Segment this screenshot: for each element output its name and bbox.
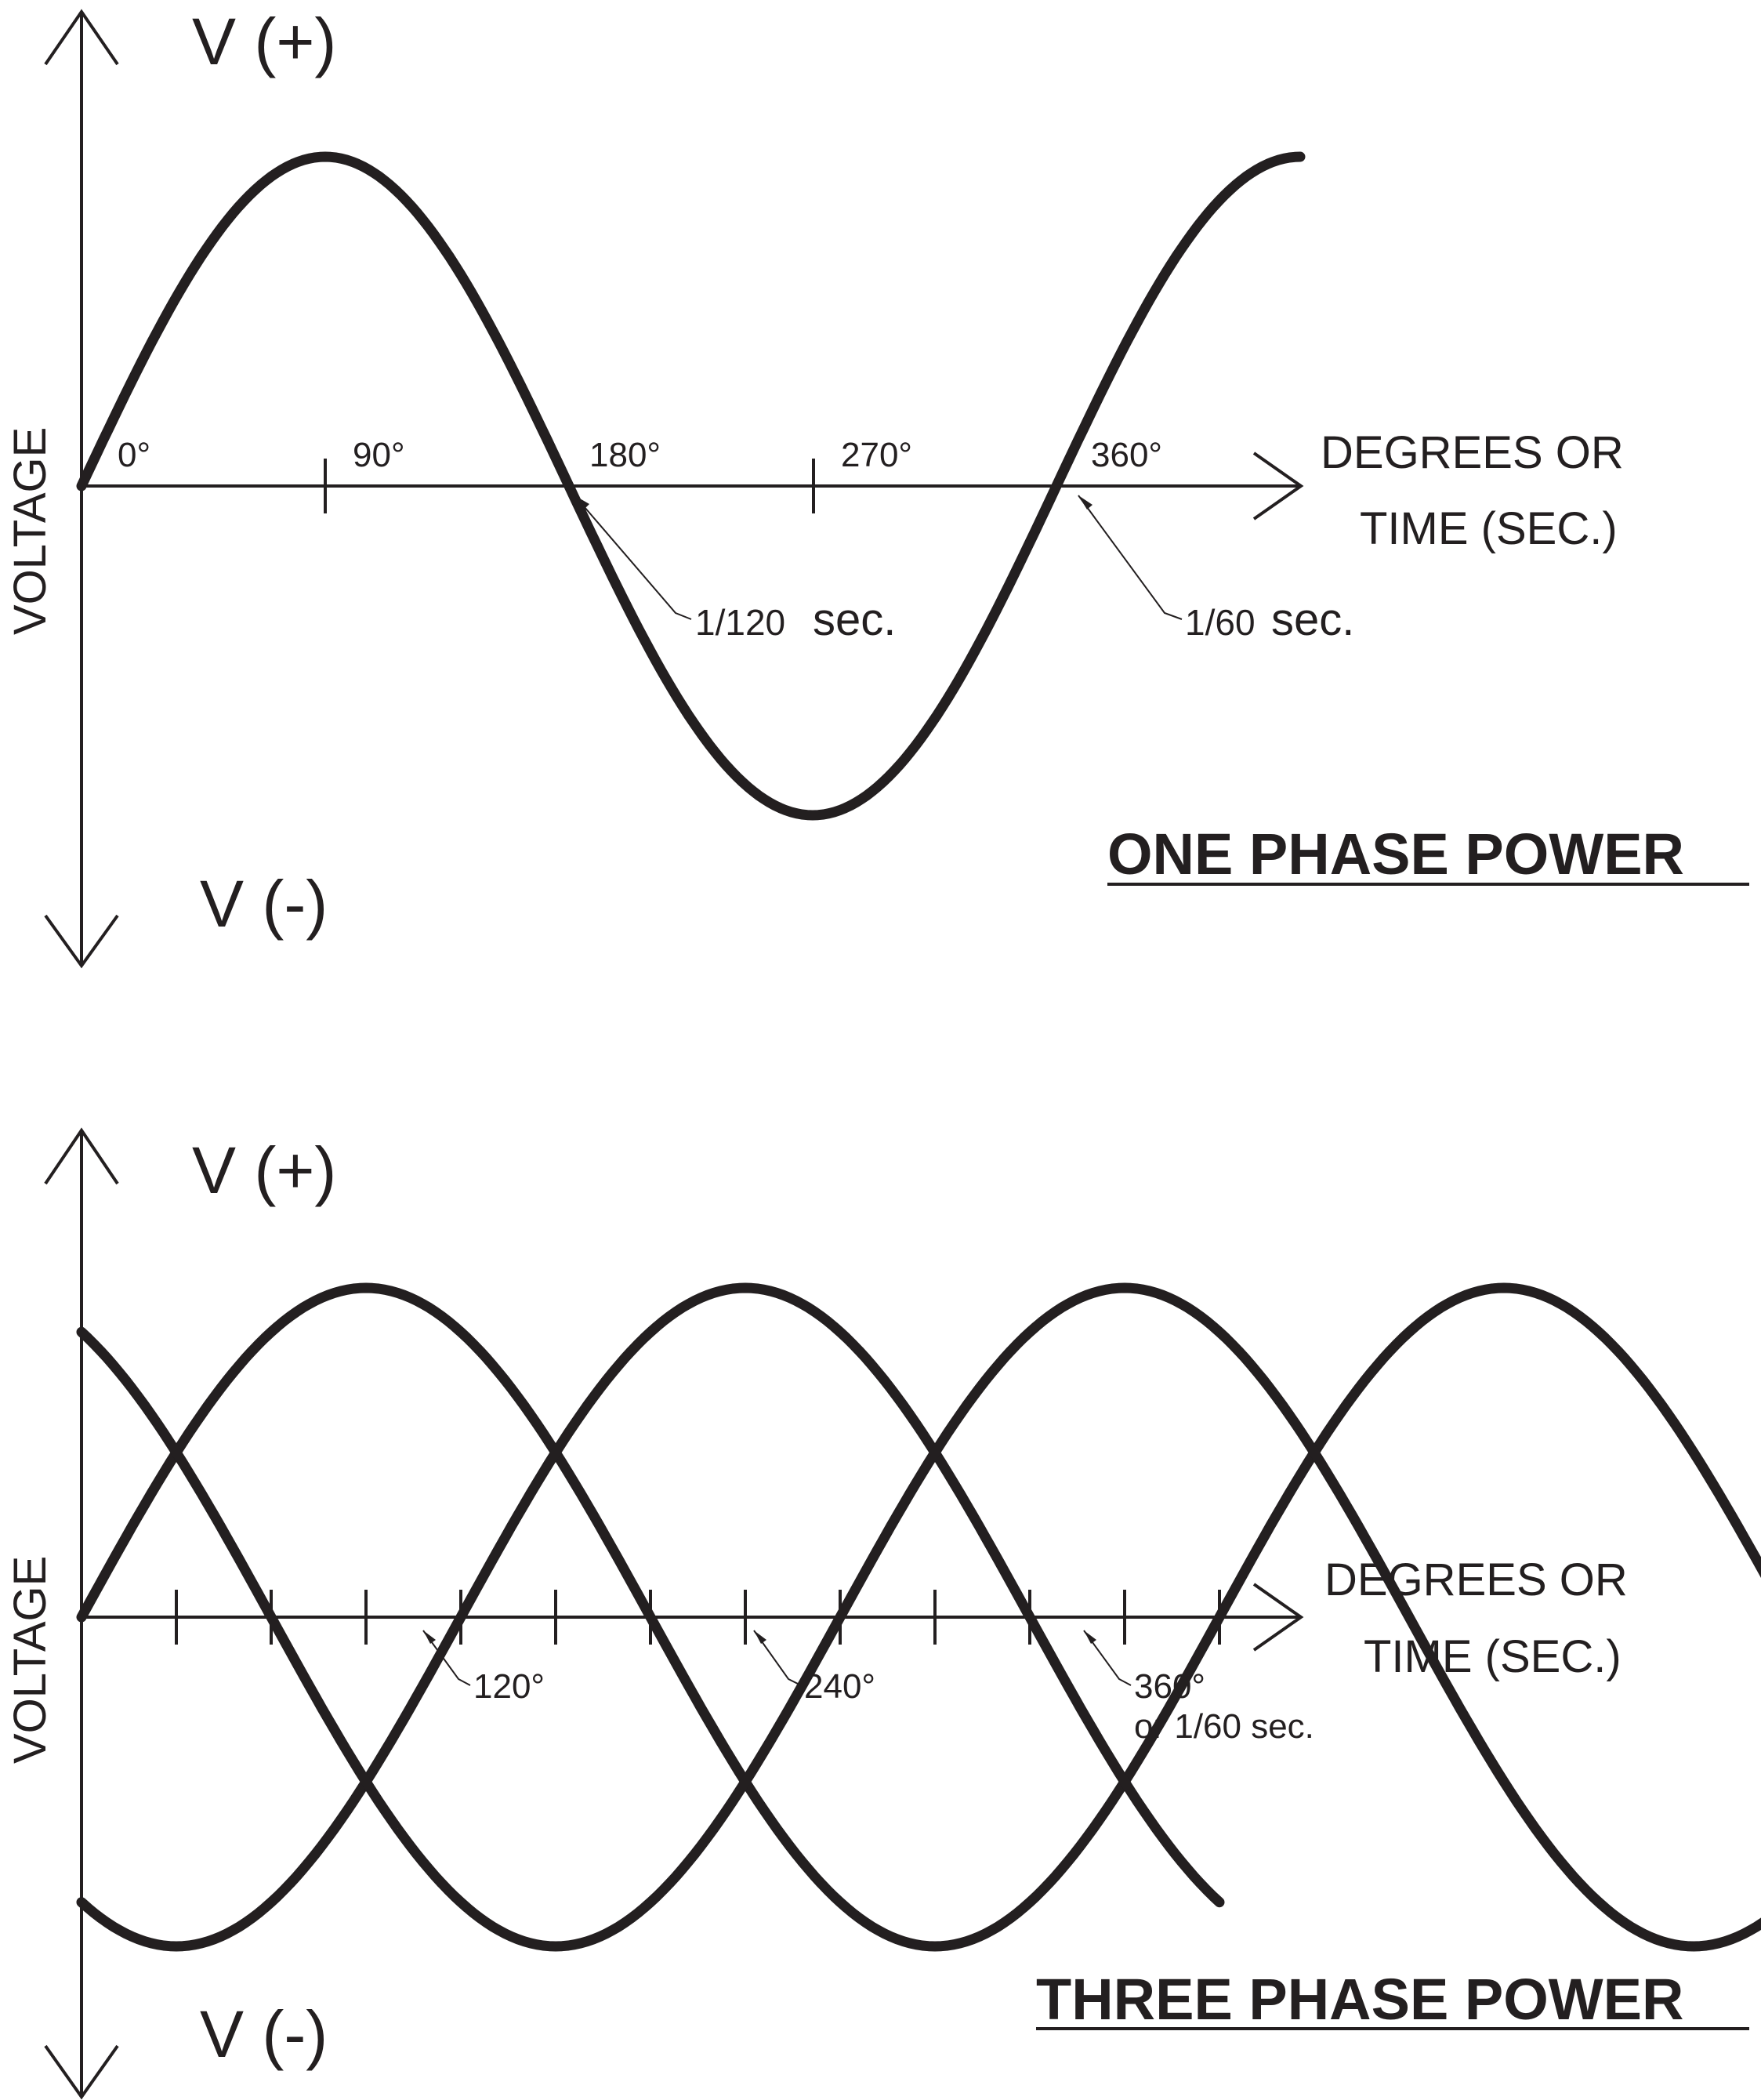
one-phase-voltage-label: VOLTAGE [5,427,56,635]
one-phase-xlabel-line2: TIME (SEC.) [1360,503,1618,554]
one-phase-annot-60-num: 1/60 [1185,602,1256,643]
three-phase-label-360: 360° [1134,1667,1205,1706]
three-phase-leader-360 [1083,1630,1132,1686]
three-phase-title: THREE PHASE POWER [1036,1967,1683,2032]
one-phase-vminus-label: V (-) [200,867,328,941]
one-phase-annot-120-num: 1/120 [695,602,785,643]
three-phase-panel: V (+) V (-) VOLTAGE DEGREES OR TIME (SEC… [5,1127,1761,2100]
three-phase-voltage-label: VOLTAGE [5,1556,56,1764]
three-phase-xlabel-line2: TIME (SEC.) [1364,1631,1621,1682]
one-phase-deg-180: 180° [589,436,661,474]
three-phase-label-120: 120° [473,1667,545,1706]
one-phase-annot-60-unit: sec. [1271,594,1354,645]
three-phase-y-arrow-up [44,1127,119,1185]
one-phase-title: ONE PHASE POWER [1107,822,1684,887]
one-phase-annot-120-unit: sec. [813,594,896,645]
three-phase-leader-120-arrowhead [423,1630,436,1644]
one-phase-deg-0: 0° [118,436,150,474]
three-phase-x-arrow [1252,1583,1304,1652]
one-phase-sine-wave [76,151,1306,821]
three-phase-label-240: 240° [804,1667,875,1706]
one-phase-y-arrow-up [44,9,119,66]
three-phase-wave-a [76,1282,1761,1952]
three-phase-vplus-label: V (+) [192,1133,336,1207]
three-phase-label-360-sub: or 1/60 sec. [1134,1707,1314,1746]
three-phase-leader-240 [753,1630,802,1686]
one-phase-deg-270: 270° [841,436,912,474]
one-phase-xlabel-line1: DEGREES OR [1321,427,1624,478]
three-phase-wave-c [76,1282,1761,1952]
three-phase-y-arrow-down [44,2044,119,2100]
one-phase-deg-90: 90° [353,436,405,474]
one-phase-panel: V (+) V (-) VOLTAGE 0° 90° 180° 270° 360… [5,5,1749,969]
one-phase-y-arrow-down [44,914,119,969]
three-phase-vminus-label: V (-) [200,1997,328,2071]
one-phase-x-arrow [1252,452,1304,520]
three-phase-xlabel-line1: DEGREES OR [1324,1554,1628,1605]
one-phase-leader-120 [574,495,692,620]
three-phase-wave-b [76,1282,1225,1952]
one-phase-leader-60 [1078,495,1183,620]
one-phase-vplus-label: V (+) [192,5,336,78]
one-phase-leader-60-arrowhead [1078,495,1092,510]
three-phase-leader-240-arrowhead [754,1630,766,1644]
three-phase-leader-120 [422,1630,471,1686]
three-phase-leader-360-arrowhead [1084,1630,1096,1644]
one-phase-deg-360: 360° [1091,436,1162,474]
one-phase-leader-120-arrowhead [574,495,589,510]
